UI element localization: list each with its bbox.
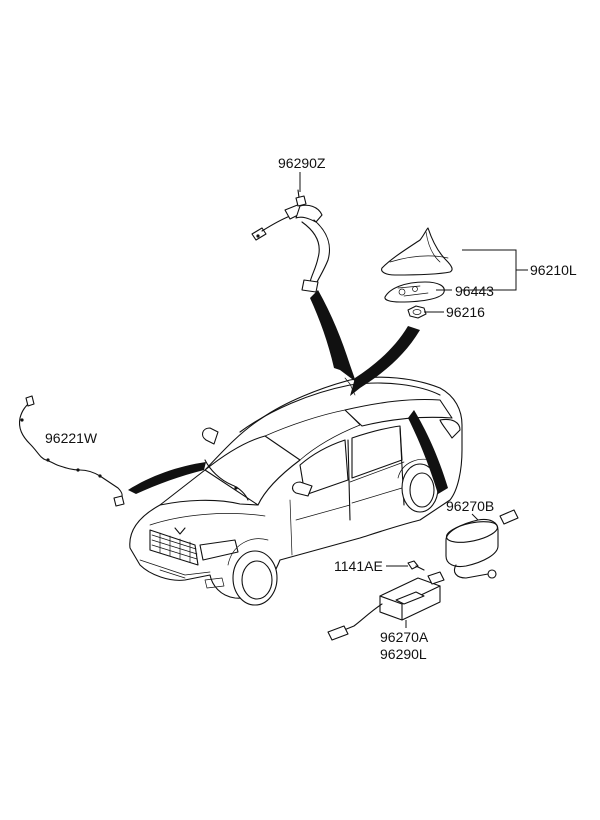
- part-label-96443[interactable]: 96443: [455, 283, 494, 299]
- vehicle-illustration: [129, 376, 463, 606]
- part-label-96270B[interactable]: 96270B: [446, 498, 495, 514]
- harness-96221W: [18, 395, 125, 507]
- screw-1141AE: [407, 560, 425, 571]
- roof-antenna-96210L: [381, 227, 453, 319]
- module-96270A: [327, 571, 445, 641]
- part-label-96221W[interactable]: 96221W: [45, 430, 98, 446]
- location-arrows: [128, 290, 448, 494]
- part-label-96270A[interactable]: 96270A: [380, 629, 429, 645]
- part-label-1141AE[interactable]: 1141AE: [334, 558, 383, 574]
- part-label-96290L[interactable]: 96290L: [380, 646, 427, 662]
- part-label-96216[interactable]: 96216: [446, 304, 485, 320]
- feeder-cable-96290Z: [251, 189, 331, 293]
- leader-lines: [299, 172, 528, 628]
- part-label-96290Z[interactable]: 96290Z: [278, 155, 326, 171]
- booster-96270B: [445, 509, 519, 579]
- part-label-96210L[interactable]: 96210L: [530, 262, 577, 278]
- leader-96270B: [471, 513, 479, 521]
